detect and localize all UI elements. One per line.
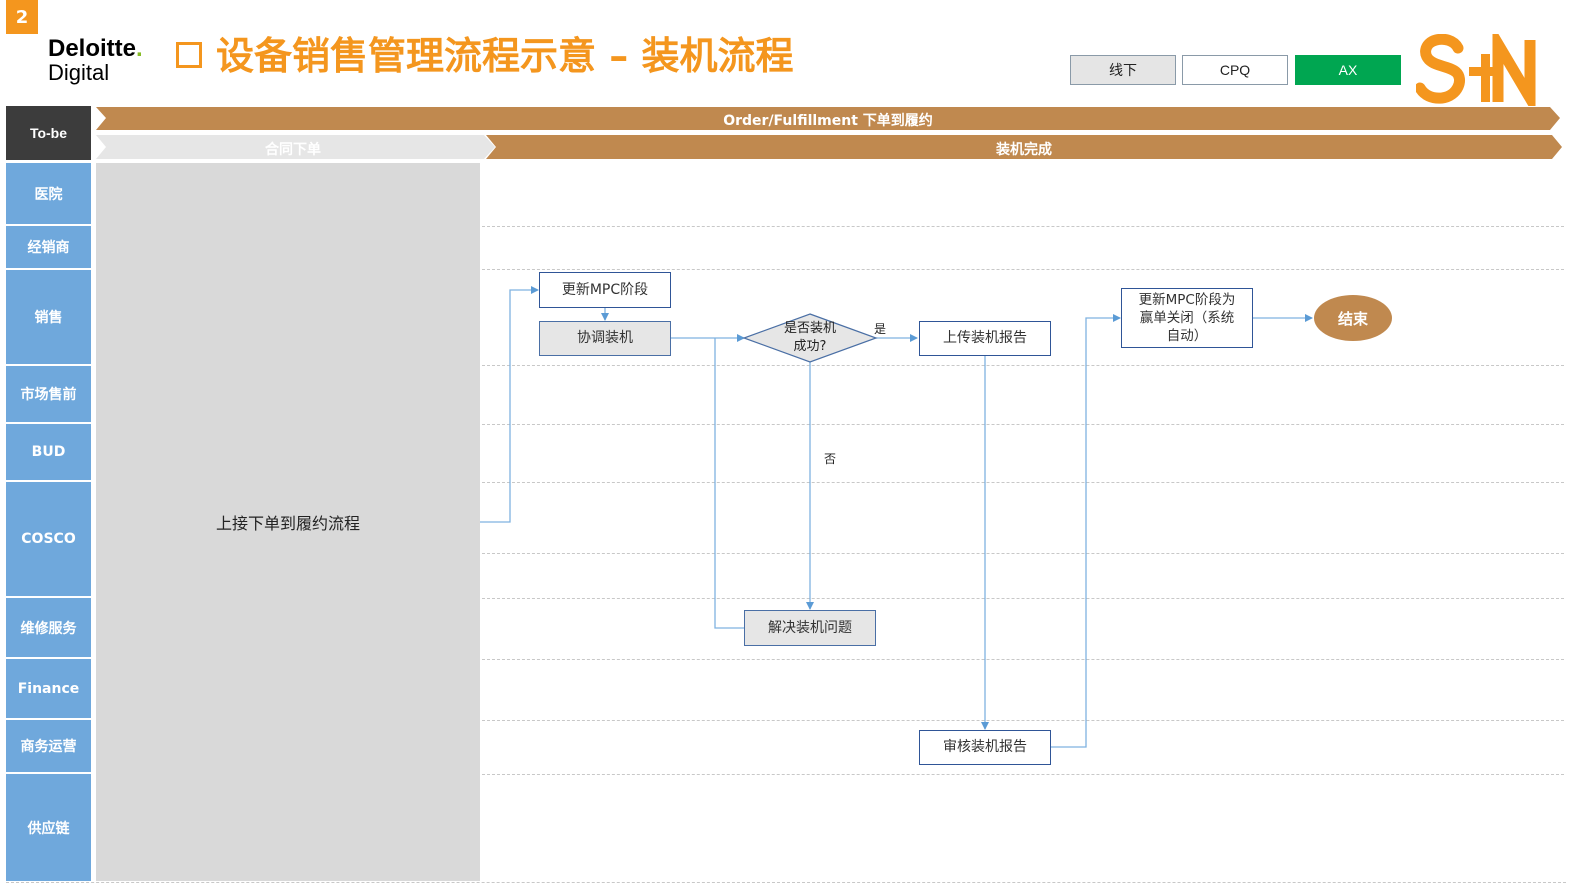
- lane-divider: [482, 598, 1564, 599]
- update-close-line1: 更新MPC阶段为: [1138, 292, 1236, 308]
- phase-install-banner: [486, 135, 1562, 159]
- lane-business-ops: 商务运营: [6, 720, 91, 774]
- end-node: 结束: [1314, 295, 1392, 341]
- lane-repair-service: 维修服务: [6, 598, 91, 659]
- lane-divider: [482, 774, 1564, 775]
- lane-divider: [482, 482, 1564, 483]
- title-checkbox-icon: [176, 42, 202, 68]
- decision-diamond: [742, 313, 878, 363]
- decision-line1: 是否装机: [783, 321, 836, 336]
- lane-divider: [482, 659, 1564, 660]
- coordinate-install-node: 协调装机: [539, 321, 671, 356]
- contract-order-area: [96, 163, 480, 881]
- lane-distributor: 经销商: [6, 226, 91, 270]
- phase-install-label: 装机完成: [996, 142, 1052, 158]
- connector-start-to-update: [480, 286, 539, 523]
- lane-divider: [482, 365, 1564, 366]
- decision-label: 是否装机 成功?: [760, 320, 860, 356]
- legend-cpq: CPQ: [1182, 55, 1288, 85]
- bottom-divider: [6, 882, 1566, 883]
- phase-contract-banner: [96, 135, 495, 159]
- phase-banners: [96, 107, 1562, 159]
- lane-presales: 市场售前: [6, 366, 91, 424]
- digital-word: Digital: [48, 60, 110, 85]
- upload-install-report-node: 上传装机报告: [919, 321, 1051, 356]
- lane-divider: [482, 553, 1564, 554]
- lane-divider: [482, 720, 1564, 721]
- page-title: 设备销售管理流程示意 – 装机流程: [216, 34, 794, 78]
- lane-divider: [482, 226, 1564, 227]
- phase-contract-label: 合同下单: [265, 142, 321, 158]
- legend-offline: 线下: [1070, 55, 1176, 85]
- deloitte-dot: .: [136, 35, 143, 62]
- deloitte-logo: Deloitte.: [48, 36, 143, 62]
- lane-bud: BUD: [6, 424, 91, 482]
- deloitte-word: Deloitte: [48, 35, 137, 62]
- lane-divider: [482, 424, 1564, 425]
- lane-finance: Finance: [6, 659, 91, 720]
- update-close-line3: 自动）: [1166, 328, 1208, 344]
- update-mpc-close-node: 更新MPC阶段为 赢单关闭（系统 自动）: [1121, 288, 1253, 348]
- update-mpc-stage-node: 更新MPC阶段: [539, 272, 671, 308]
- page-number-badge: 2: [6, 0, 38, 34]
- phase-top-banner: [96, 107, 1560, 130]
- tobe-label: To-be: [6, 106, 91, 160]
- connector-solve-loop: [714, 338, 745, 629]
- lane-supply-chain: 供应链: [6, 774, 91, 881]
- connector-review-to-close: [1050, 314, 1121, 748]
- lane-divider: [482, 269, 1564, 270]
- review-install-report-node: 审核装机报告: [919, 730, 1051, 765]
- yes-label: 是: [874, 322, 887, 336]
- phase-top-label: Order/Fulfillment 下单到履约: [723, 113, 933, 129]
- lane-hospital: 医院: [6, 163, 91, 226]
- no-label: 否: [824, 452, 837, 466]
- solve-install-issue-node: 解决装机问题: [744, 610, 876, 646]
- upstream-process-text: 上接下单到履约流程: [215, 514, 360, 533]
- lane-cosco: COSCO: [6, 482, 91, 598]
- sn-logo: [1416, 34, 1536, 106]
- decision-line2: 成功?: [793, 339, 827, 354]
- update-close-line2: 赢单关闭（系统: [1139, 310, 1235, 326]
- legend-ax: AX: [1295, 55, 1401, 85]
- lane-sales: 销售: [6, 270, 91, 366]
